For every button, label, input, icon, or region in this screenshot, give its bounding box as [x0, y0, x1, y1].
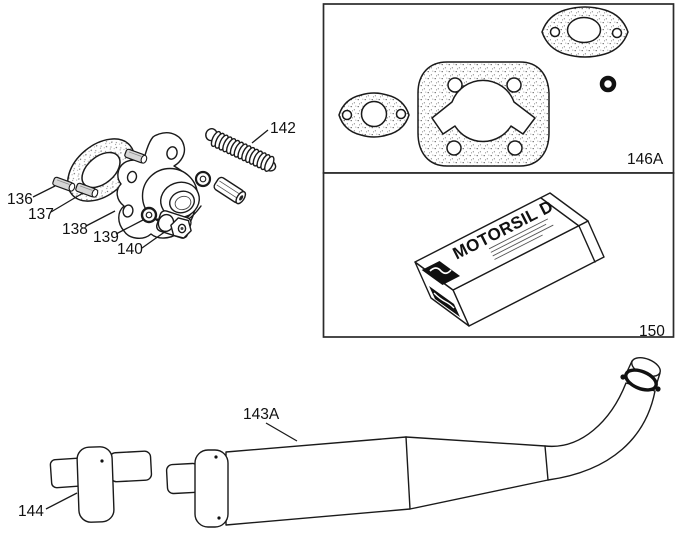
o-ring: [599, 75, 617, 93]
exhaust-group: [49, 356, 661, 528]
flange-ear-hole: [166, 146, 178, 160]
rivet-bottom: [217, 516, 221, 520]
stud-loose: [52, 176, 76, 192]
flange-lower-hole: [122, 204, 134, 218]
sealant-box-logo: [421, 261, 460, 285]
leader-137: [50, 192, 84, 213]
cylinder-gasket: [417, 61, 550, 167]
silencer-seam-1: [405, 436, 411, 510]
manifold-gasket-small: [338, 92, 410, 138]
collar-bore-wall: [174, 195, 192, 211]
pipe-tab-right: [655, 386, 661, 392]
end-piece-rivet: [100, 459, 104, 463]
stud-lower: [75, 182, 99, 198]
callout-silencer: 143A: [243, 406, 280, 423]
callout-spring: 142: [270, 120, 296, 137]
callout-nut: 140: [117, 241, 143, 258]
gasket-set-group: 146A: [338, 6, 664, 168]
sleeve-nut: [213, 176, 247, 205]
sealant-box-lid-seam: [540, 197, 580, 227]
callout-stud: 136: [7, 191, 33, 208]
manifold-gasket-large: [541, 6, 629, 58]
end-piece-stub-right: [108, 450, 153, 483]
flange-assembly-group: [52, 128, 277, 239]
rivet-top: [214, 455, 218, 459]
tension-spring: [205, 128, 277, 174]
washer-rear-hole: [199, 175, 207, 183]
leader-142: [251, 129, 269, 144]
header-pipe-ring: [624, 368, 658, 392]
nut-bore-shadow: [180, 227, 184, 230]
sealant-box-end-label-script: [433, 292, 455, 309]
flange-mid-hole: [126, 170, 138, 184]
sealant-box-logo-script: [429, 267, 452, 275]
pipe-tab-left: [620, 374, 626, 380]
callouts-group: 136 137 138 139 140 142 143A 144: [7, 120, 298, 520]
sealant-box-front-seam: [578, 225, 596, 263]
washer-front-hole: [145, 211, 153, 219]
silencer-body: [225, 382, 656, 526]
stud-upper: [124, 148, 148, 164]
leader-143A: [265, 422, 298, 442]
silencer-end-cap: [194, 449, 229, 528]
leader-140: [141, 230, 167, 249]
sealant-box-group: MOTORSIL D 150: [414, 192, 665, 340]
end-piece-body: [76, 446, 115, 523]
callout-washer: 139: [93, 229, 119, 246]
leader-139: [115, 219, 144, 235]
leader-136: [32, 185, 56, 198]
callout-gasket-set: 146A: [627, 151, 664, 168]
callout-sealant: 150: [639, 323, 665, 340]
sealant-fine-print-lines: [488, 218, 554, 260]
callout-gasket: 137: [28, 206, 54, 223]
silencer-seam-2: [544, 445, 549, 481]
callout-end-piece: 144: [18, 503, 44, 520]
leader-138: [85, 210, 116, 227]
leader-144: [45, 492, 78, 510]
callout-flange: 138: [62, 221, 88, 238]
